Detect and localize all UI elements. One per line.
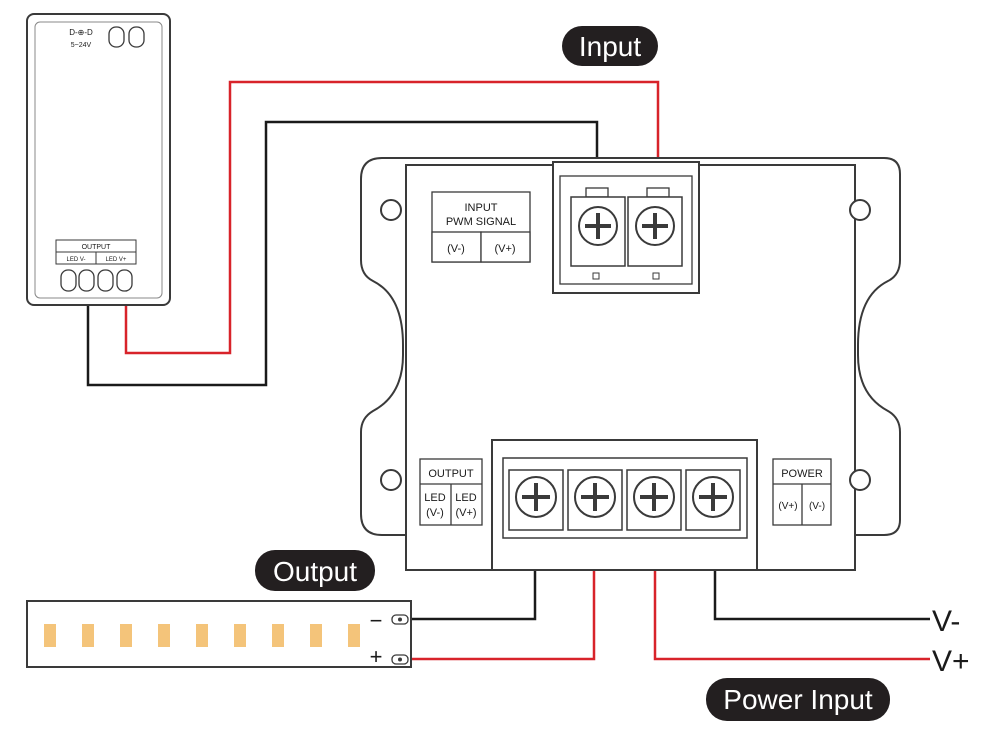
input-pill-text: Input — [579, 31, 641, 62]
input-screw-left — [578, 206, 618, 246]
power-vplus: (V+) — [778, 501, 797, 512]
controller-button-2 — [128, 26, 145, 48]
mount-hole-tr — [849, 199, 871, 221]
wire-power-red — [653, 528, 930, 661]
input-header-line2: PWM SIGNAL — [446, 216, 516, 228]
terminal-screw-3 — [633, 476, 675, 518]
strip-plus-sign: + — [370, 644, 383, 669]
mount-hole-tl — [380, 199, 402, 221]
input-vminus-label: (V-) — [447, 243, 465, 255]
output-vplus: (V+) — [455, 507, 476, 519]
input-screw-right — [635, 206, 675, 246]
power-input-pill-text: Power Input — [723, 684, 873, 715]
input-pill: Input — [562, 26, 658, 66]
v-minus-label: V- — [932, 605, 960, 638]
mount-hole-br — [849, 469, 871, 491]
output-pill-text: Output — [273, 556, 357, 587]
output-vminus: (V-) — [426, 507, 444, 519]
controller-dc-symbol: D-⊕-D — [69, 28, 93, 37]
terminal-screw-2 — [574, 476, 616, 518]
led-strip: − + — [26, 600, 412, 669]
controller-device: D-⊕-D 5~24V OUTPUT LED V- LED V+ — [26, 13, 171, 306]
power-vminus: (V-) — [809, 501, 825, 512]
input-terminal-block — [552, 161, 700, 294]
output-power-terminal-block — [491, 439, 758, 571]
v-plus-label: V+ — [932, 645, 970, 678]
controller-led-plus: LED V+ — [106, 257, 127, 263]
led-chips — [44, 624, 360, 647]
input-pwm-label: INPUT PWM SIGNAL (V-) (V+) — [431, 191, 531, 263]
terminal-screw-4 — [692, 476, 734, 518]
output-label: OUTPUT LED (V-) LED (V+) — [419, 458, 483, 526]
power-header: POWER — [781, 468, 823, 480]
output-led1: LED — [424, 492, 445, 504]
wire-output-red — [410, 528, 596, 661]
power-label: POWER (V+) (V-) — [772, 458, 832, 526]
wire-input-black — [86, 120, 599, 387]
mount-hole-bl — [380, 469, 402, 491]
wire-input-red — [124, 80, 660, 355]
input-vplus-label: (V+) — [494, 243, 515, 255]
controller-dc-text: 5~24V — [71, 42, 92, 49]
strip-minus-sign: − — [370, 608, 383, 633]
output-header: OUTPUT — [428, 468, 474, 480]
power-input-pill: Power Input — [706, 678, 890, 721]
terminal-screw-1 — [515, 476, 557, 518]
controller-button-1 — [108, 26, 125, 48]
driver-device: INPUT PWM SIGNAL (V-) (V+) — [360, 157, 901, 571]
input-header-line1: INPUT — [465, 202, 498, 214]
output-pill: Output — [255, 550, 375, 591]
controller-output-header: OUTPUT — [82, 244, 112, 251]
controller-led-minus: LED V- — [66, 257, 85, 263]
controller-terminals — [60, 269, 133, 292]
output-led2: LED — [455, 492, 476, 504]
